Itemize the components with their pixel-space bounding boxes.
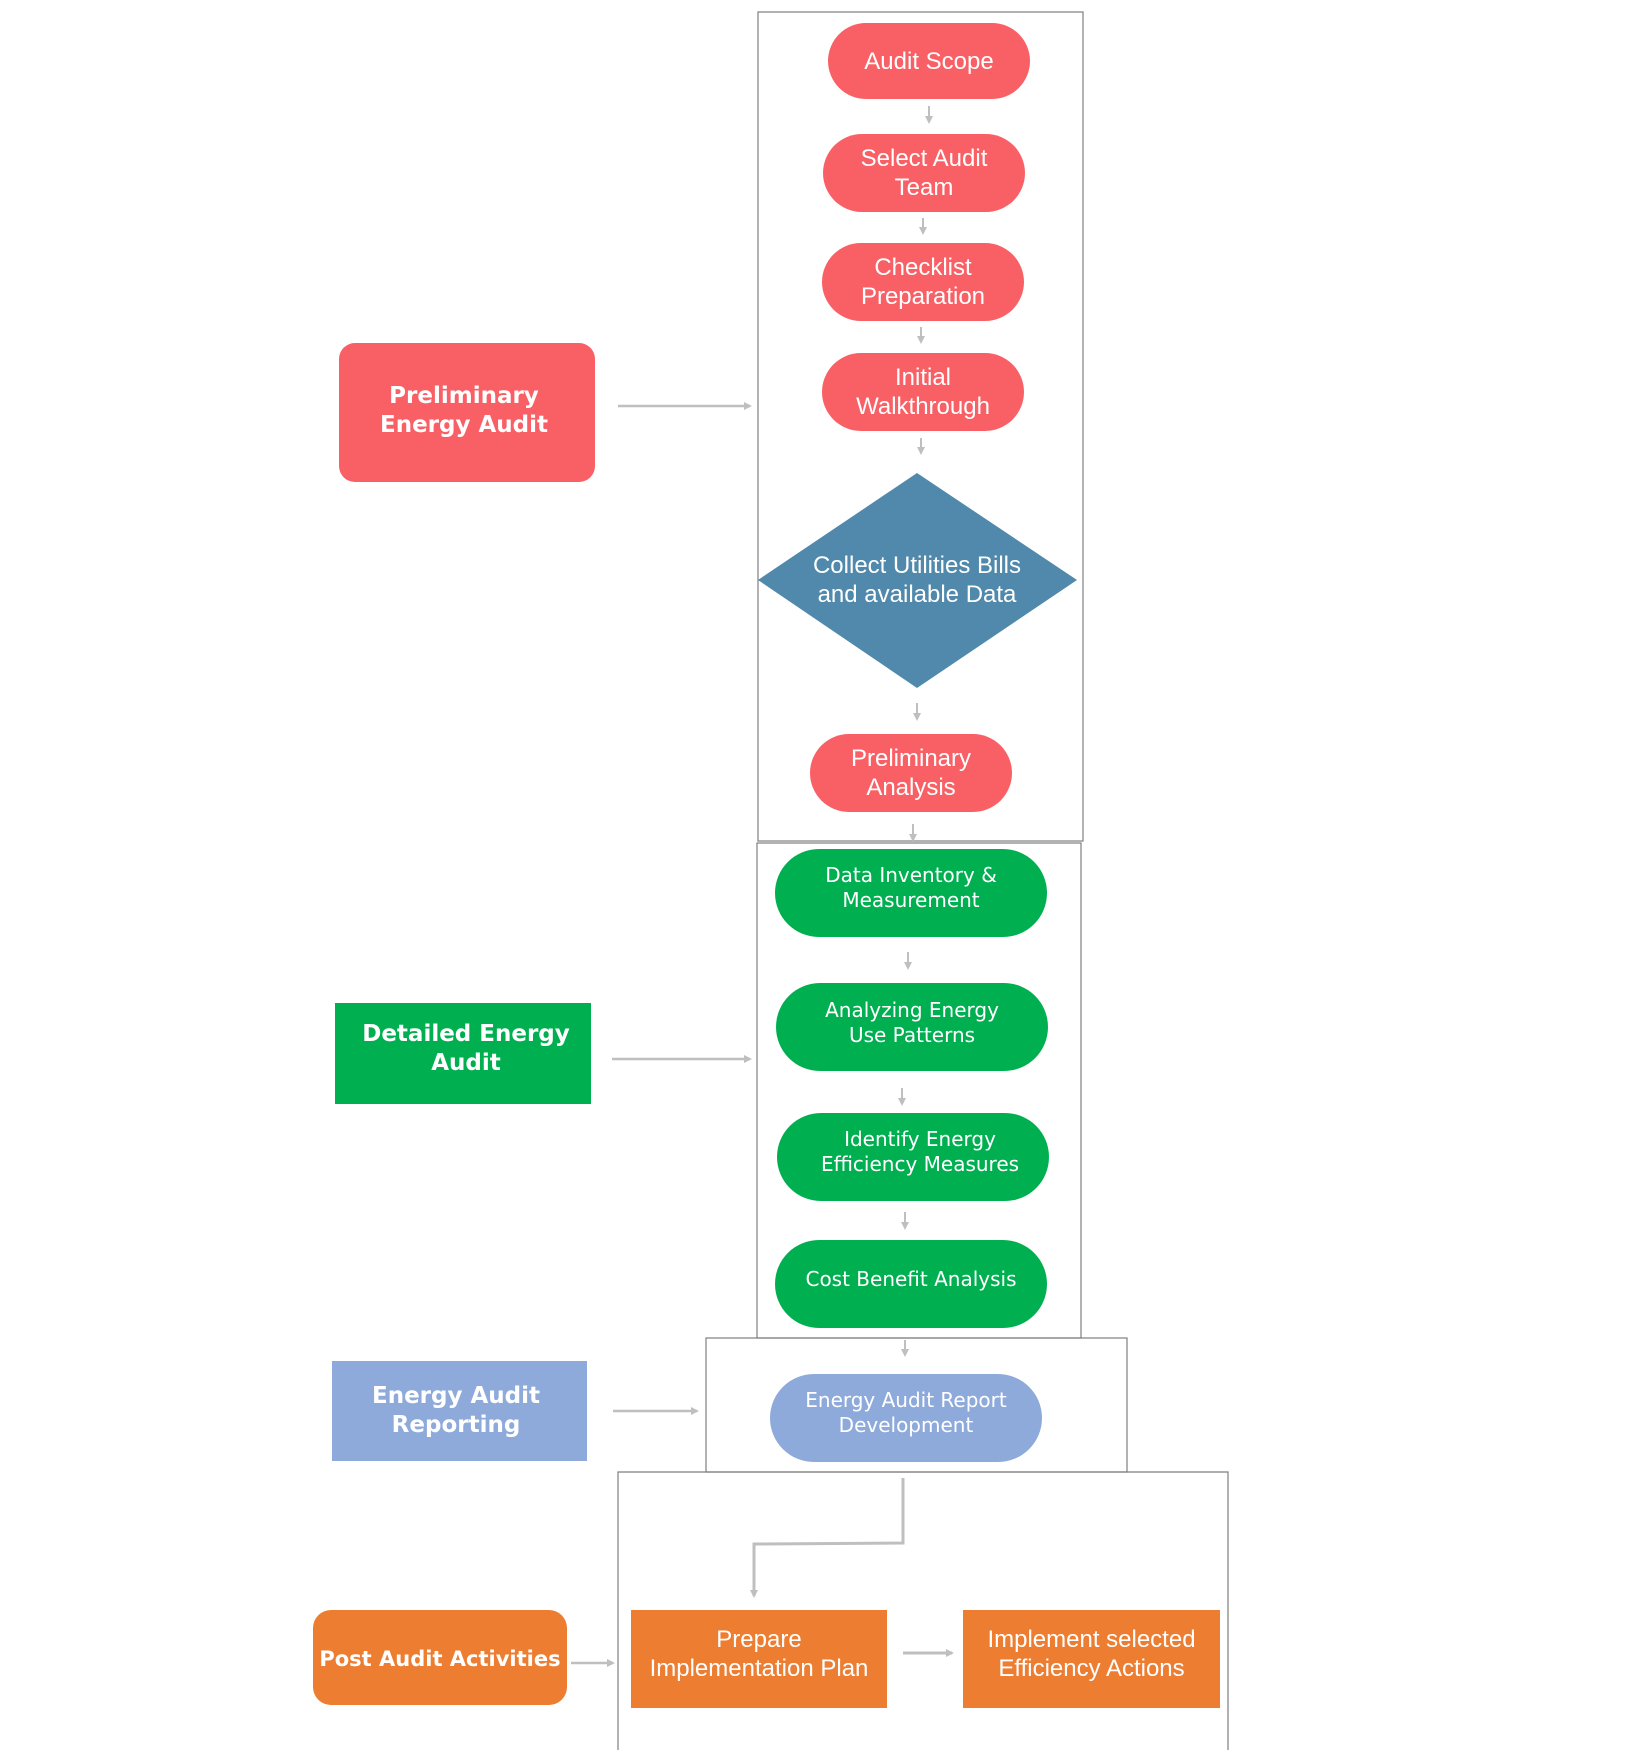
phase-label-preliminary: Preliminary Energy Audit [379,382,548,438]
step-initial-walkthrough: Initial Walkthrough [856,364,990,420]
arrow-report-to-plan [750,1478,905,1598]
phase-label-reporting: Energy Audit Reporting [371,1383,540,1438]
step-analyzing-energy-use: Analyzing Energy Use Patterns [825,998,999,1047]
step-report-development: Energy Audit Report Development [805,1388,1007,1437]
step-prepare-implementation-plan: Prepare Implementation Plan [649,1626,869,1682]
phase-label-post: Post Audit Activities [319,1647,561,1671]
step-collect-utilities-data: Collect Utilities Bills and available Da… [812,552,1022,608]
step-shape-data-inventory [775,849,1047,937]
phase-box-detailed [335,1003,591,1104]
step-shape-select-team [823,134,1025,212]
phase-box-reporting [332,1361,587,1461]
step-shape-prelim-analysis [810,734,1012,812]
step-shape-walkthrough [822,353,1024,431]
step-shape-report-dev [770,1374,1042,1462]
step-shape-identify [777,1113,1049,1201]
step-preliminary-analysis: Preliminary Analysis [850,745,972,801]
phase-box-post [313,1610,567,1705]
step-checklist-preparation: Checklist Preparation [860,254,986,310]
step-data-inventory: Data Inventory & Measurement [825,863,997,912]
decision-collect-data [758,473,1077,688]
step-cost-benefit-analysis: Cost Benefit Analysis [805,1266,1017,1291]
step-implement-efficiency-actions: Implement selected Efficiency Actions [987,1626,1196,1682]
step-identify-efficiency-measures: Identify Energy Efficiency Measures [820,1127,1020,1176]
phase-label-detailed: Detailed Energy Audit [362,1021,570,1076]
step-audit-scope: Audit Scope [864,47,994,75]
step-shape-cost-benefit [775,1240,1047,1328]
phase-box-preliminary [339,343,595,482]
step-shape-analyzing [776,983,1048,1071]
post-audit-frame [617,1471,1229,1750]
step-select-audit-team: Select Audit Team [860,145,988,201]
step-shape-audit-scope [828,23,1030,99]
preliminary-frame [757,11,1084,842]
step-shape-checklist [822,243,1024,321]
step-shape-implement-actions [963,1610,1220,1708]
step-shape-implementation-plan [631,1610,887,1708]
